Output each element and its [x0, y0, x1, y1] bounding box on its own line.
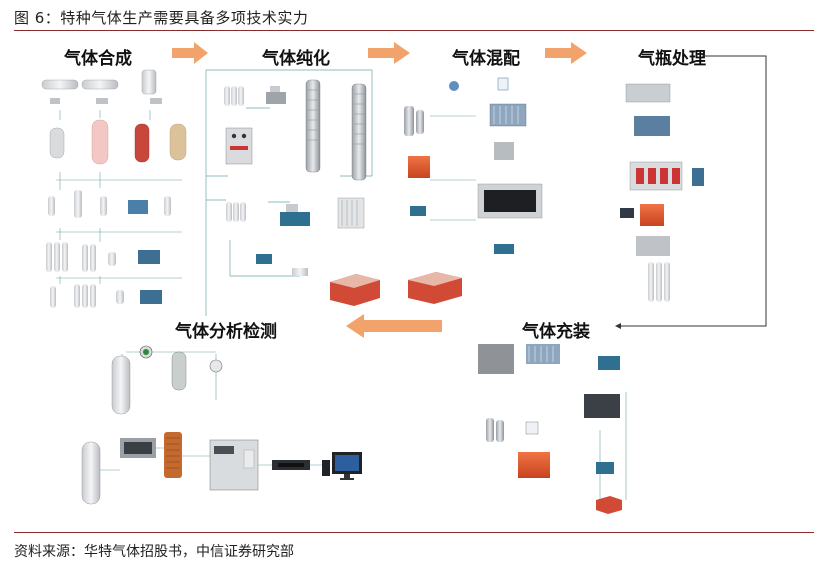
arrow-right-icon — [172, 42, 208, 64]
gas-cylinder-icon — [648, 262, 670, 302]
analysis-equipment — [81, 345, 362, 505]
arrow-right-icon — [545, 42, 587, 64]
top-rule — [14, 30, 814, 31]
gas-cylinder-icon — [81, 355, 131, 505]
gas-cylinder-icon — [224, 86, 246, 222]
computer-monitor-icon — [322, 452, 362, 480]
arrow-left-icon — [346, 314, 442, 338]
storage-tank-icon — [49, 119, 187, 165]
mixing-equipment — [404, 77, 543, 254]
cylinder-treatment-equipment — [620, 83, 704, 302]
distillation-tower-icon — [486, 418, 504, 442]
figure-source: 资料来源：华特气体招股书，中信证券研究部 — [14, 544, 294, 560]
skid-equipment-icon — [225, 86, 310, 226]
stage-gas-analysis: 气体分析检测 — [175, 322, 277, 342]
stage-gas-filling: 气体充装 — [522, 322, 590, 342]
computer-monitor-icon — [449, 77, 509, 91]
stage-gas-synthesis: 气体合成 — [64, 49, 132, 69]
skid-equipment-icon — [408, 103, 543, 254]
storage-tank-icon — [330, 272, 462, 306]
distillation-tower-icon — [305, 79, 367, 181]
synthesis-equipment — [41, 69, 187, 308]
skid-equipment-icon — [256, 197, 365, 276]
stage-gas-purification: 气体纯化 — [262, 49, 330, 69]
bottom-rule — [14, 532, 814, 533]
stage-gas-mixing: 气体混配 — [452, 49, 520, 69]
distillation-tower-icon — [404, 106, 424, 136]
gas-cylinder-icon — [46, 190, 171, 308]
purification-equipment — [205, 69, 462, 316]
arrow-right-icon — [368, 42, 410, 64]
filling-equipment — [478, 344, 627, 514]
stage-cylinder-treatment: 气瓶处理 — [638, 49, 706, 69]
connector-line — [615, 55, 767, 329]
figure-title: 图 6：特种气体生产需要具备多项技术实力 — [14, 9, 309, 27]
storage-tank-icon — [41, 69, 162, 104]
